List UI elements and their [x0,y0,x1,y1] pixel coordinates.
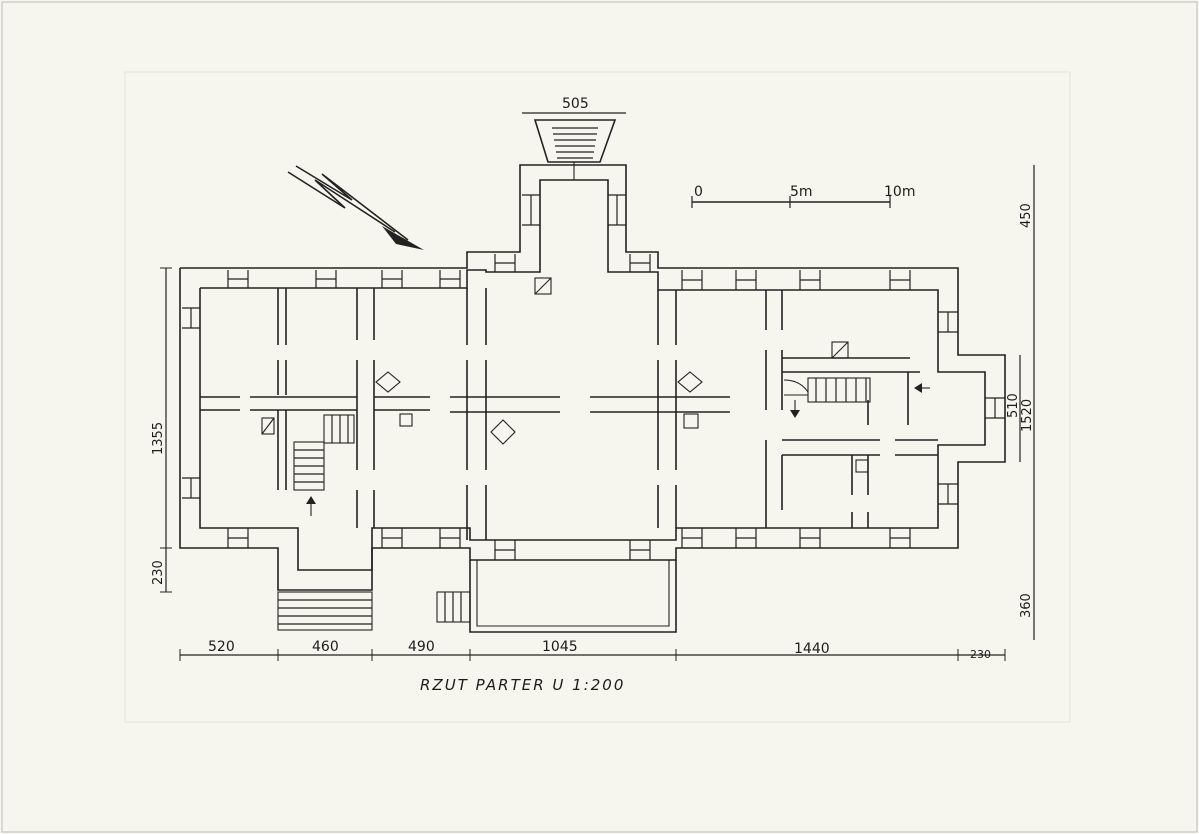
dim-bottom-520: 520 [208,639,235,655]
dim-right-360: 360 [1019,593,1034,618]
dim-bottom-460: 460 [312,639,339,655]
right-dimension-line: 450 510 1520 360 [1006,165,1035,640]
dim-bottom-490: 490 [408,639,435,655]
dim-right-450: 450 [1019,203,1034,228]
dim-bottom-1440: 1440 [794,641,830,657]
dim-right-510: 510 [1006,393,1021,418]
interior-walls [200,288,938,540]
dim-bottom-230: 230 [970,648,991,661]
windows [182,194,1005,560]
dim-bottom-1045: 1045 [542,639,578,655]
dim-left-1355: 1355 [151,422,166,455]
scale-label-10m: 10m [884,184,915,200]
top-entrance-porch [533,119,617,180]
bottom-dimension-line: 520 460 490 1045 1440 230 [179,639,1006,661]
entrance-arrows [306,383,930,516]
dim-left-230: 230 [151,560,166,585]
dim-right-1520: 1520 [1020,399,1035,432]
scale-bar: 0 5m 10m [691,184,915,208]
scale-label-5m: 5m [790,184,813,200]
top-dimension-line: 505 [522,96,626,114]
terrace [469,560,677,633]
inner-mount [124,71,1071,723]
left-staircase [293,414,355,491]
scale-label-0: 0 [694,184,703,200]
right-staircase [783,377,871,403]
dim-top-505: 505 [562,96,589,112]
left-dimension-line: 1355 230 [151,267,172,593]
stove-symbols [261,277,869,473]
front-steps-left [277,591,373,631]
drawing-caption: RZUT PARTER U 1:200 [420,676,625,694]
north-arrow-icon [287,165,424,250]
outer-walls [179,164,1006,591]
